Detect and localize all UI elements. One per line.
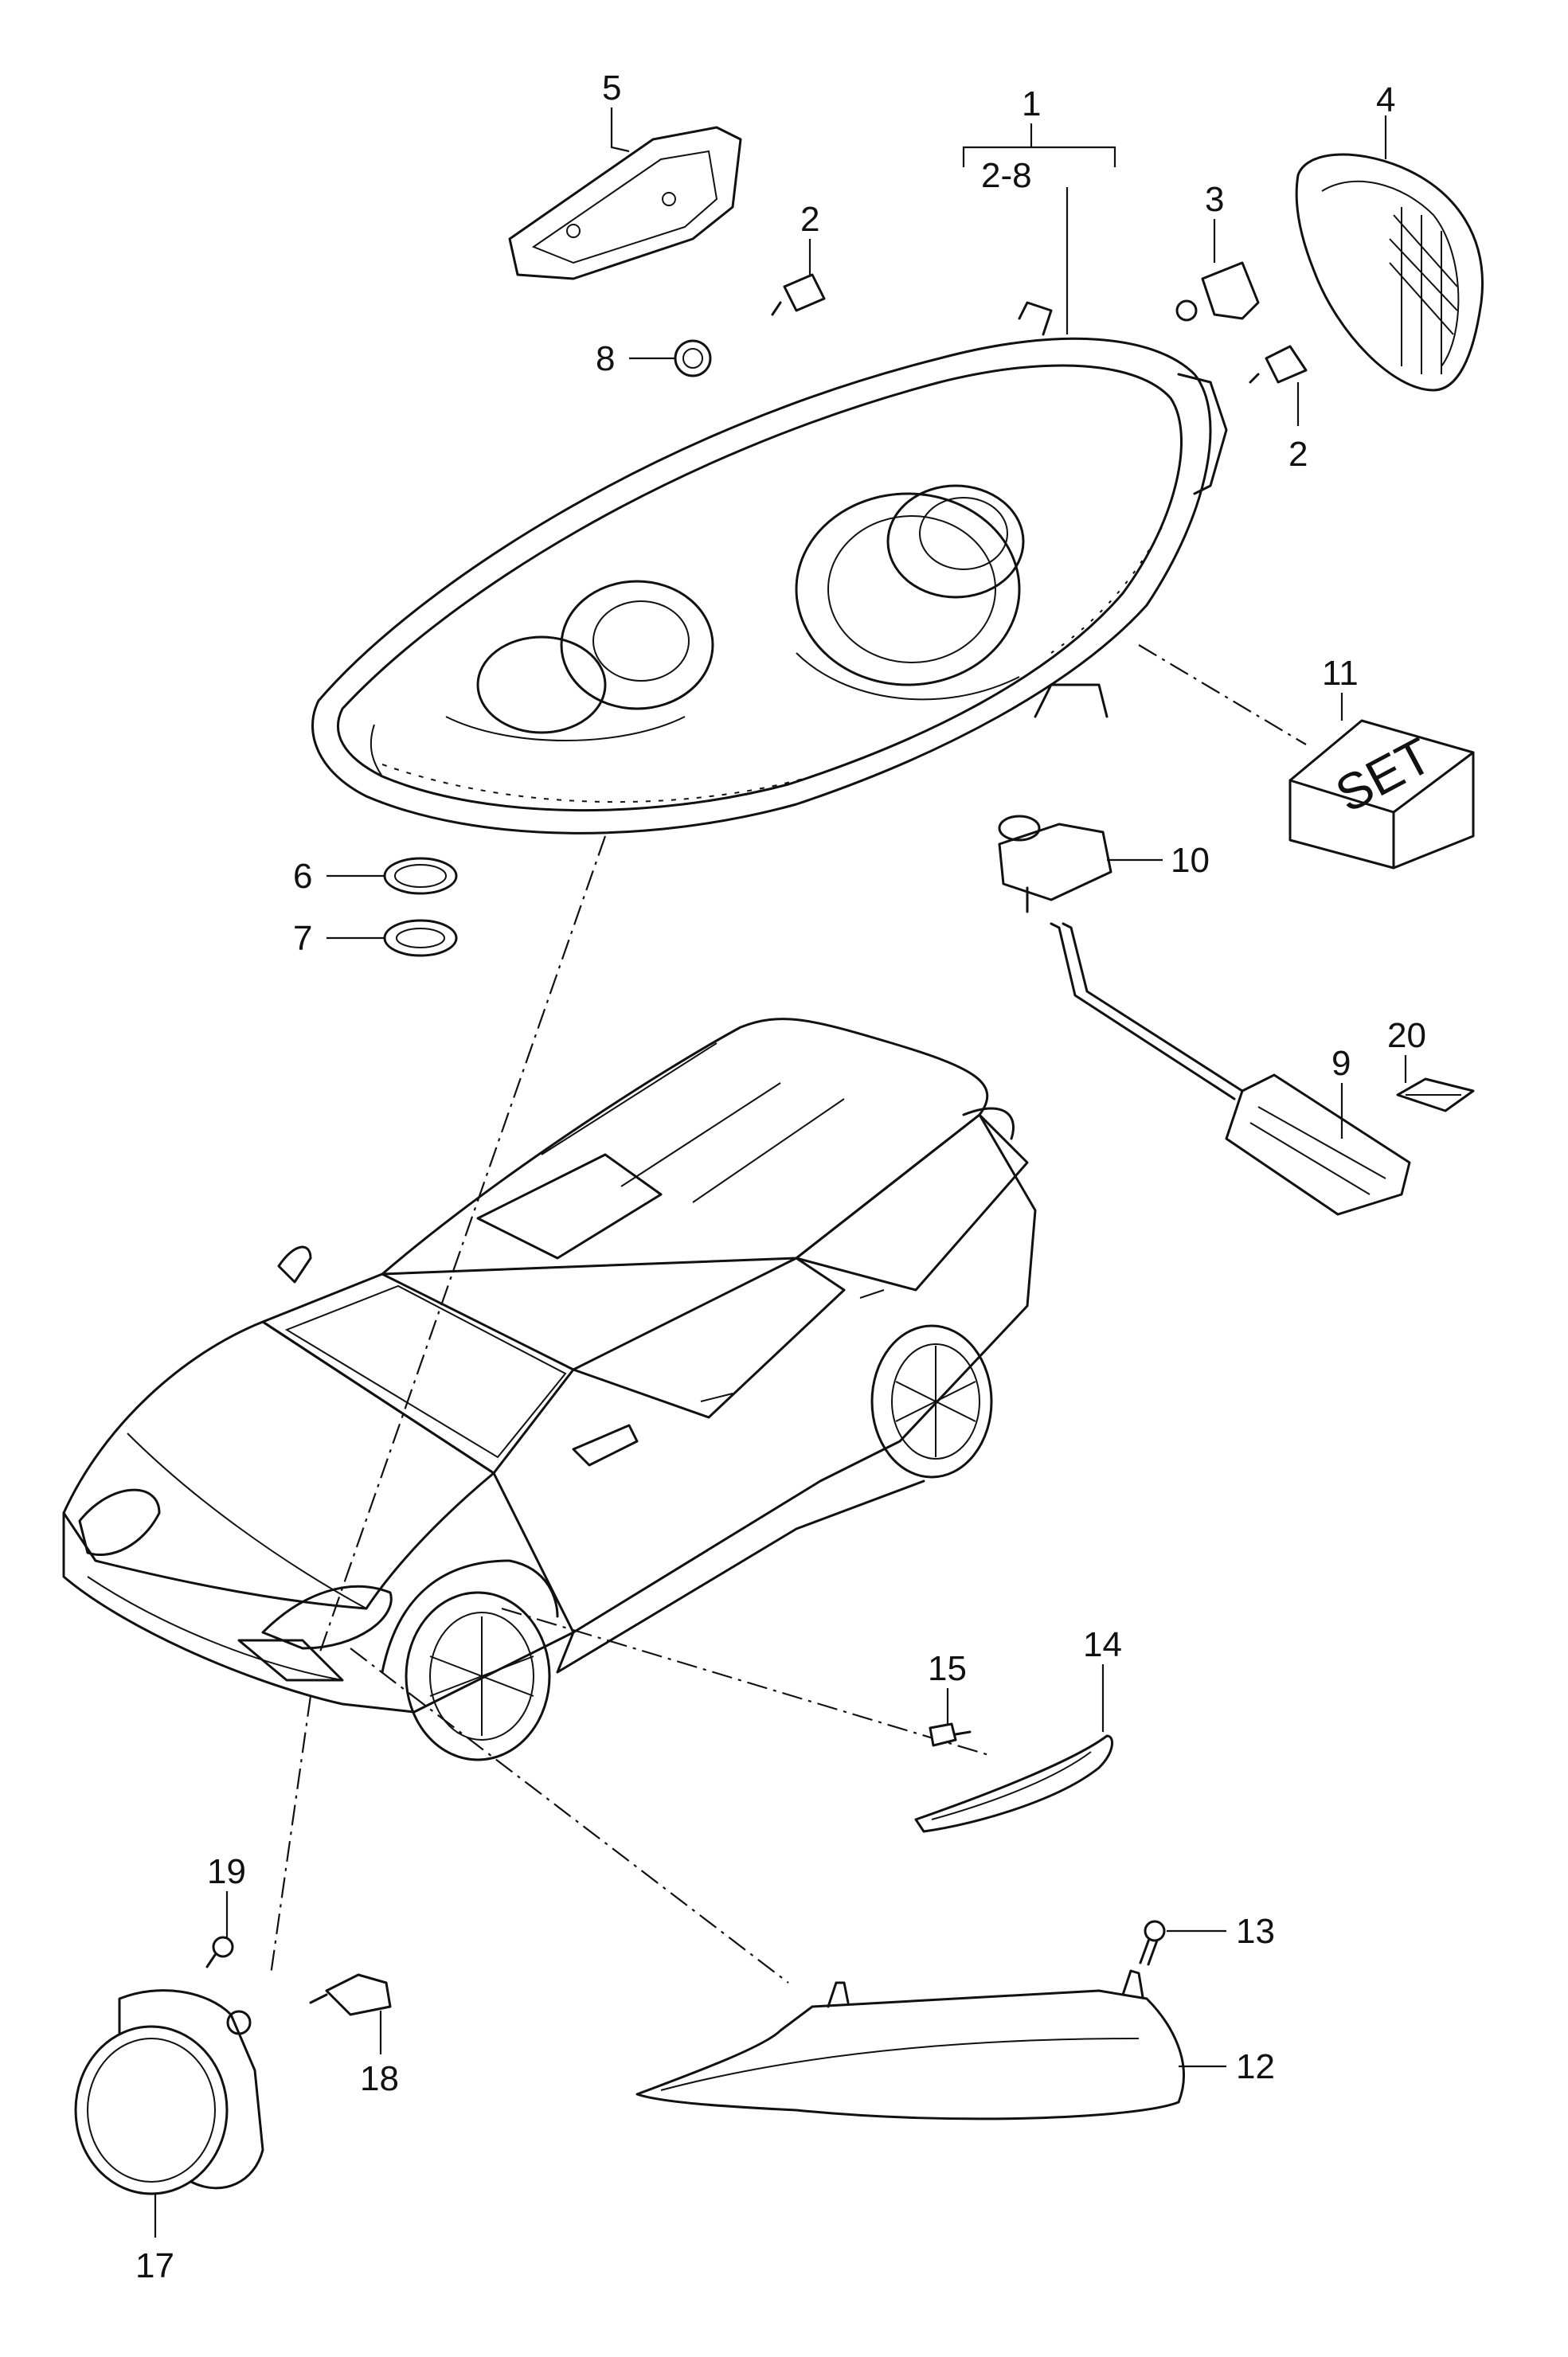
headlamp-assembly — [311, 301, 1228, 835]
part-2-bulb-right — [1249, 345, 1308, 384]
callout-6: 6 — [293, 857, 312, 896]
callout-17: 17 — [135, 2246, 174, 2285]
part-3-bulb — [1175, 261, 1260, 322]
part-18-bulb — [309, 1973, 392, 2016]
callout-3: 3 — [1205, 180, 1224, 219]
part-15-bulb — [929, 1722, 972, 1747]
callout-7: 7 — [293, 919, 312, 958]
part-14-side-marker — [914, 1734, 1114, 1833]
callout-2-8: 2-8 — [981, 156, 1032, 195]
vehicle-outline — [62, 1018, 1037, 1761]
callout-2-right: 2 — [1288, 435, 1308, 474]
callout-9: 9 — [1331, 1044, 1351, 1083]
callout-5: 5 — [602, 68, 621, 107]
part-13-screw — [1139, 1920, 1166, 1966]
callout-20: 20 — [1387, 1016, 1426, 1055]
part-8-grommet — [674, 339, 712, 377]
callout-12: 12 — [1236, 2047, 1275, 2086]
callout-18: 18 — [360, 2059, 399, 2098]
part-5-cover — [508, 126, 742, 280]
callout-13: 13 — [1236, 1912, 1275, 1951]
callout-2-left: 2 — [800, 200, 819, 239]
callout-15: 15 — [928, 1649, 967, 1688]
callout-10: 10 — [1171, 841, 1210, 880]
part-17-fog-lamp — [74, 1989, 264, 2195]
callout-4: 4 — [1376, 80, 1395, 119]
callout-1: 1 — [1022, 84, 1041, 123]
callout-14: 14 — [1083, 1625, 1122, 1664]
guide-lines — [269, 644, 1307, 1984]
part-10-module — [998, 815, 1112, 913]
callout-labels: 1 2-8 5 2 3 4 8 2 11 6 7 10 20 9 15 14 1… — [135, 68, 1426, 2285]
part-6-cap — [383, 857, 458, 895]
part-19-screw — [205, 1936, 234, 1968]
part-11-set-box: SET — [1288, 719, 1475, 870]
part-20-clip — [1396, 1077, 1475, 1112]
part-2-bulb-left — [771, 273, 826, 316]
callout-8: 8 — [596, 339, 615, 378]
callout-19: 19 — [207, 1852, 246, 1891]
part-9-control-unit — [1050, 922, 1411, 1216]
leader-lines — [154, 107, 1407, 2238]
callout-11: 11 — [1322, 654, 1359, 693]
part-7-ring — [383, 919, 458, 957]
part-12-drl — [635, 1969, 1185, 2121]
part-4-grille-cover — [1295, 153, 1484, 392]
